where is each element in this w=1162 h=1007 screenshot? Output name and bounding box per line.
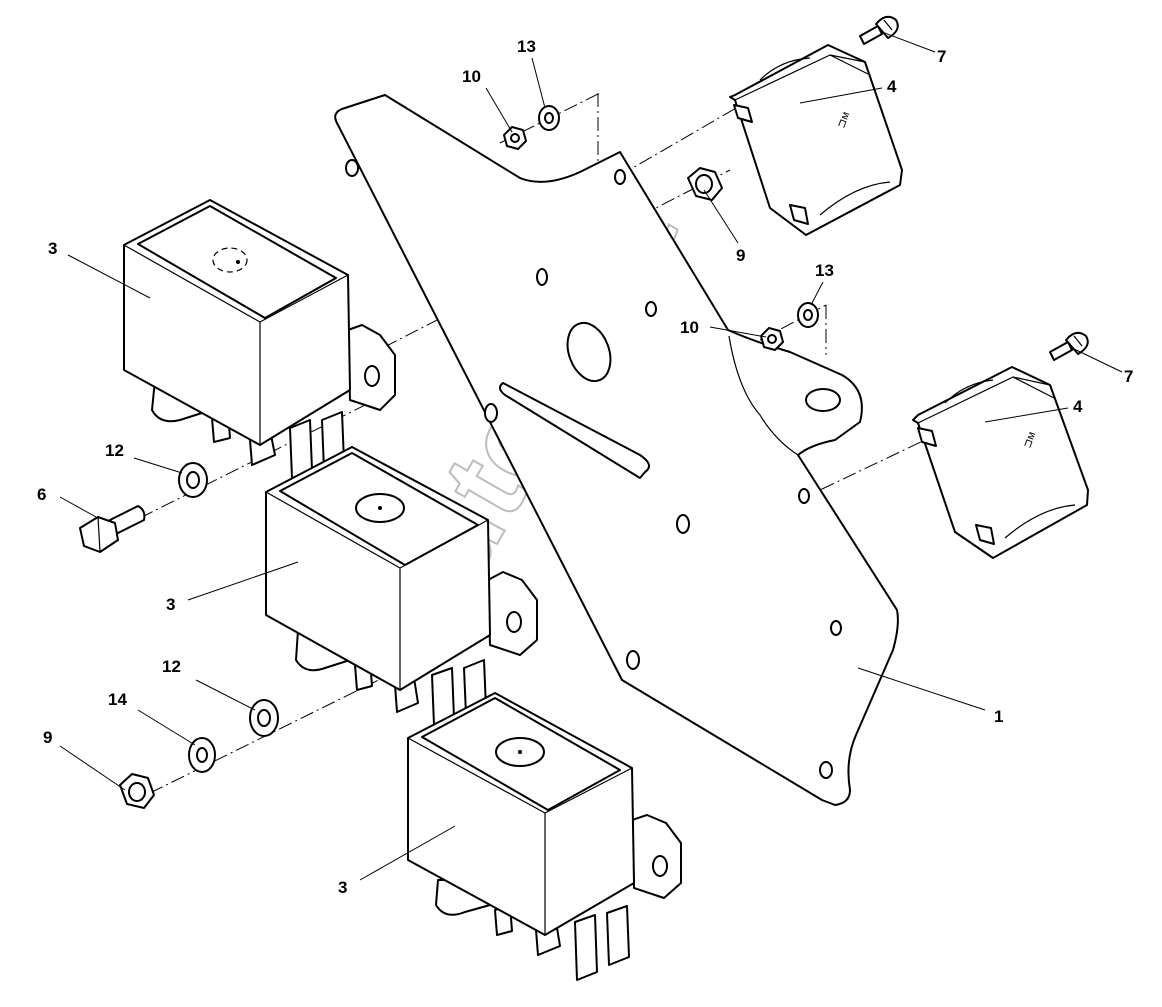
- relay-bottom: [407, 692, 682, 981]
- callout-10-bottom: 10: [680, 318, 699, 337]
- bolt-6: [79, 505, 146, 553]
- callout-12-upper: 12: [105, 441, 124, 460]
- plate-hole: [819, 761, 833, 779]
- callout-1: 1: [994, 707, 1003, 726]
- plate-hole: [626, 650, 640, 670]
- washer-13-bottom: [797, 302, 819, 328]
- plate-hole: [830, 620, 842, 636]
- callout-13-bottom: 13: [815, 261, 834, 280]
- callout-10-top: 10: [462, 67, 481, 86]
- callout-7-bottom: 7: [1124, 367, 1133, 386]
- mounting-plate: [334, 94, 899, 806]
- washer-12-upper: [178, 462, 208, 498]
- plate-hole: [676, 514, 690, 534]
- nut-10-top: [503, 126, 527, 150]
- relay-middle: [265, 446, 538, 726]
- plate-hole: [798, 488, 810, 504]
- plate-hole: [645, 301, 657, 317]
- callout-7-top: 7: [937, 47, 946, 66]
- lock-washer-14: [188, 737, 216, 773]
- callout-3-bottom: 3: [338, 878, 347, 897]
- callout-labels: 1 3 3 3 4 4 6 7 7 9 9 10 10 12 12 13 13 …: [37, 37, 1133, 897]
- callout-9-upper: 9: [736, 246, 745, 265]
- screw-top: [859, 15, 899, 45]
- callout-6: 6: [37, 485, 46, 504]
- callout-9-lower: 9: [43, 728, 52, 747]
- plate-slot: [499, 382, 650, 479]
- callout-12-lower: 12: [162, 657, 181, 676]
- callout-3-middle: 3: [166, 595, 175, 614]
- washer-13-top: [538, 105, 560, 131]
- screw-bottom: [1049, 331, 1089, 361]
- relay-cover-top: ⊐ᴍ: [729, 44, 903, 236]
- cover-marking-top: ⊐ᴍ: [835, 110, 852, 130]
- bracket-hole: [805, 388, 841, 412]
- plate-hole: [484, 403, 498, 423]
- nut-9-lower: [119, 773, 155, 809]
- callout-14: 14: [108, 690, 127, 709]
- relay-cover-bottom: ⊐ᴍ: [912, 366, 1089, 559]
- washer-12-lower: [249, 699, 279, 737]
- callout-4-top: 4: [887, 77, 897, 96]
- nut-10-bottom: [760, 327, 784, 351]
- callout-13-top: 13: [517, 37, 536, 56]
- relay-top: [123, 199, 396, 479]
- plate-hole: [536, 268, 548, 286]
- cover-marking-bottom: ⊐ᴍ: [1021, 430, 1038, 450]
- callout-3-top: 3: [48, 239, 57, 258]
- nut-9-upper: [687, 167, 723, 201]
- plate-hole: [345, 159, 359, 177]
- plate-large-hole: [566, 321, 612, 383]
- plate-hole: [614, 169, 626, 185]
- callout-4-bottom: 4: [1073, 397, 1083, 416]
- leader-lines: [59, 31, 1123, 881]
